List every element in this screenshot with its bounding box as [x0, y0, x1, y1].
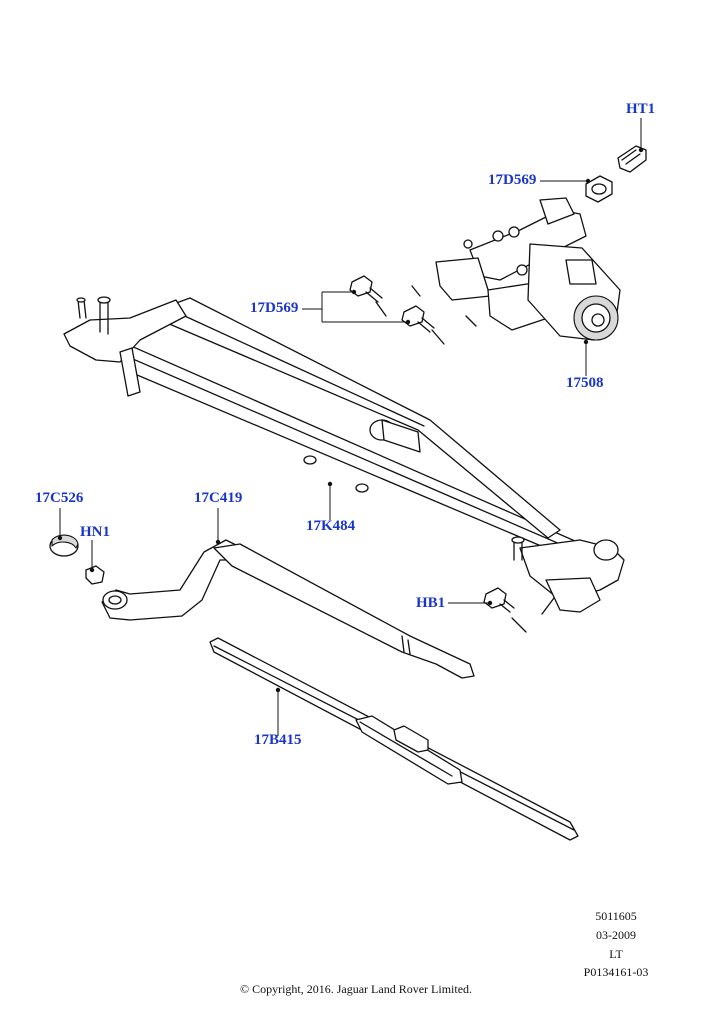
nut-17d569-top [585, 175, 613, 203]
bolt-17d569-upper [349, 275, 387, 317]
wiper-blade [209, 637, 579, 841]
wiper-linkage-assembly [63, 296, 625, 613]
callout-hn1[interactable]: HN1 [80, 524, 110, 540]
callout-17c526[interactable]: 17C526 [35, 490, 84, 506]
wiper-motor [411, 197, 621, 341]
leader-lines [57, 118, 644, 736]
cap-17c526 [49, 534, 79, 557]
wiper-arm [101, 539, 475, 679]
drawing-date: 03-2009 [596, 928, 636, 942]
bolt-hb1 [483, 587, 555, 633]
callout-ht1[interactable]: HT1 [626, 101, 656, 117]
drawing-reference: P0134161-03 [583, 965, 649, 979]
callout-17c419[interactable]: 17C419 [194, 490, 243, 506]
copyright-notice: © Copyright, 2016. Jaguar Land Rover Lim… [239, 982, 473, 996]
callout-hb1[interactable]: HB1 [416, 595, 446, 611]
callout-17d569-top[interactable]: 17D569 [488, 172, 537, 188]
drawing-code: LT [609, 947, 623, 961]
callout-17b415[interactable]: 17B415 [254, 732, 302, 748]
nut-hn1 [85, 565, 105, 585]
bolt-17d569-lower [401, 305, 445, 345]
callout-17k484[interactable]: 17K484 [306, 518, 356, 534]
callout-17d569-left[interactable]: 17D569 [250, 300, 299, 316]
callout-17508[interactable]: 17508 [566, 375, 604, 391]
fastener-ht1 [617, 145, 647, 173]
drawing-number: 5011605 [595, 909, 637, 923]
